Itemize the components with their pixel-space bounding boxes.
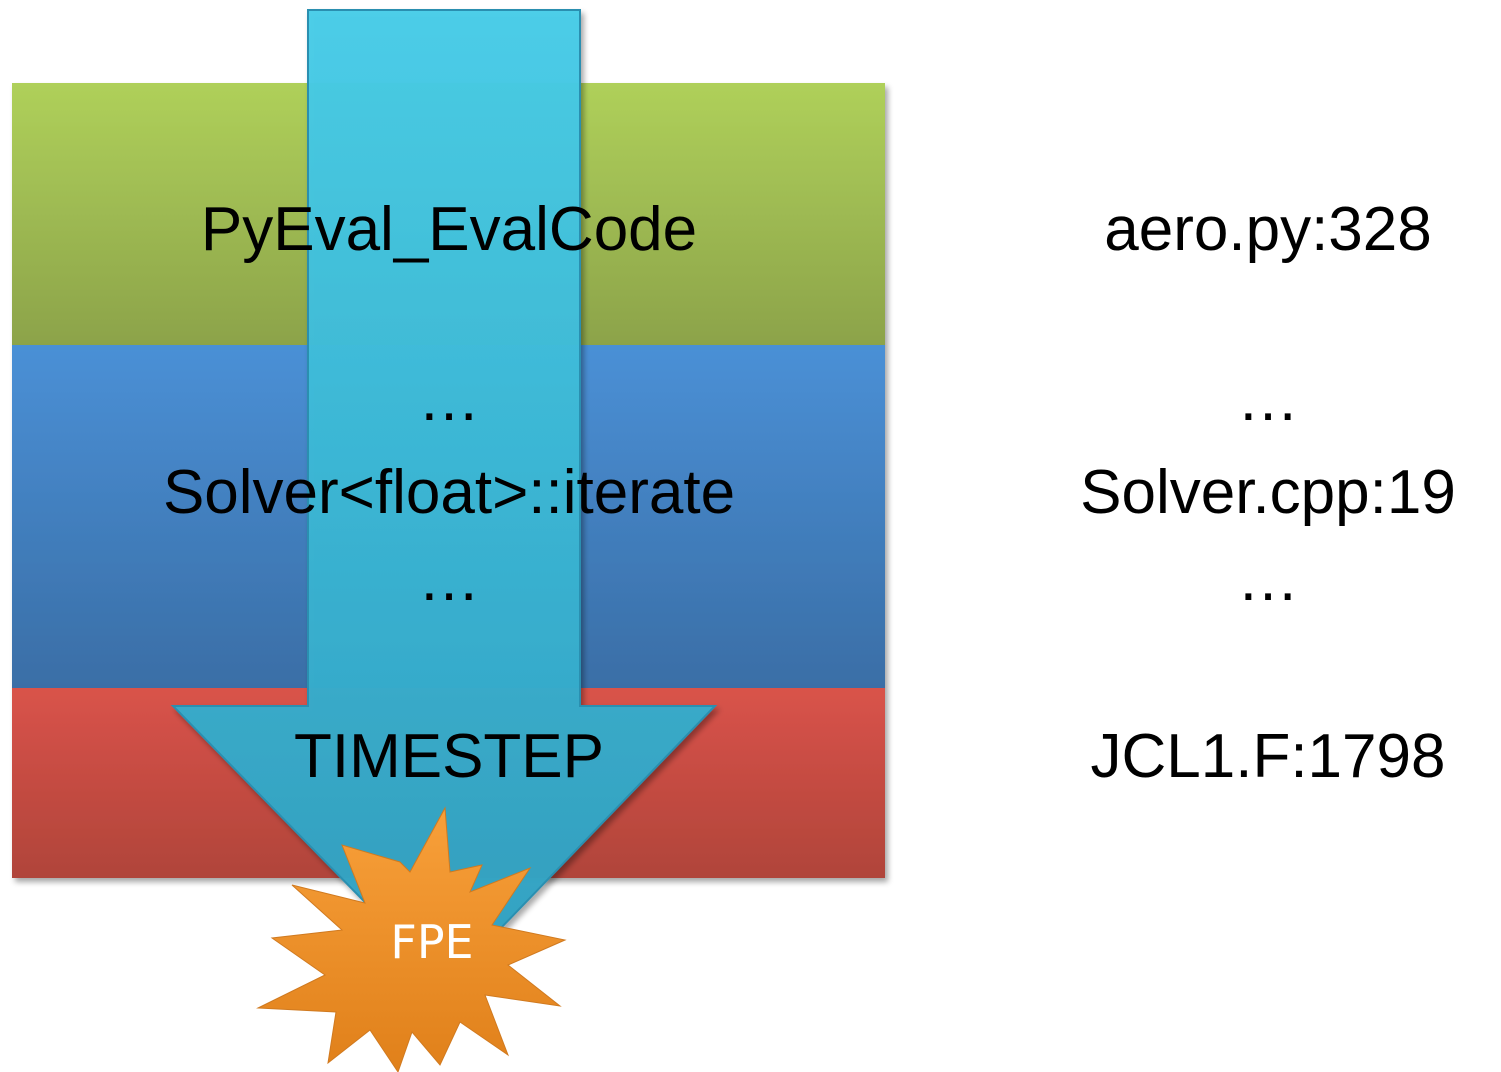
function-python: PyEval_EvalCode bbox=[201, 195, 697, 264]
fpe-label: FPE bbox=[390, 915, 473, 969]
function-cpp-ellipsis-below: … bbox=[418, 545, 480, 614]
function-fortran: TIMESTEP bbox=[294, 722, 604, 791]
down-arrow-icon bbox=[170, 9, 718, 987]
location-cpp-ellipsis-above: … bbox=[1237, 365, 1299, 434]
location-cpp-ellipsis-below: … bbox=[1237, 545, 1299, 614]
function-cpp-ellipsis-above: … bbox=[418, 365, 480, 434]
location-fortran: JCL1.F:1798 bbox=[1091, 722, 1446, 791]
function-cpp: Solver<float>::iterate bbox=[163, 458, 735, 527]
location-python: aero.py:328 bbox=[1104, 195, 1431, 264]
location-cpp: Solver.cpp:19 bbox=[1080, 458, 1456, 527]
explosion-burst-icon bbox=[256, 806, 567, 1072]
